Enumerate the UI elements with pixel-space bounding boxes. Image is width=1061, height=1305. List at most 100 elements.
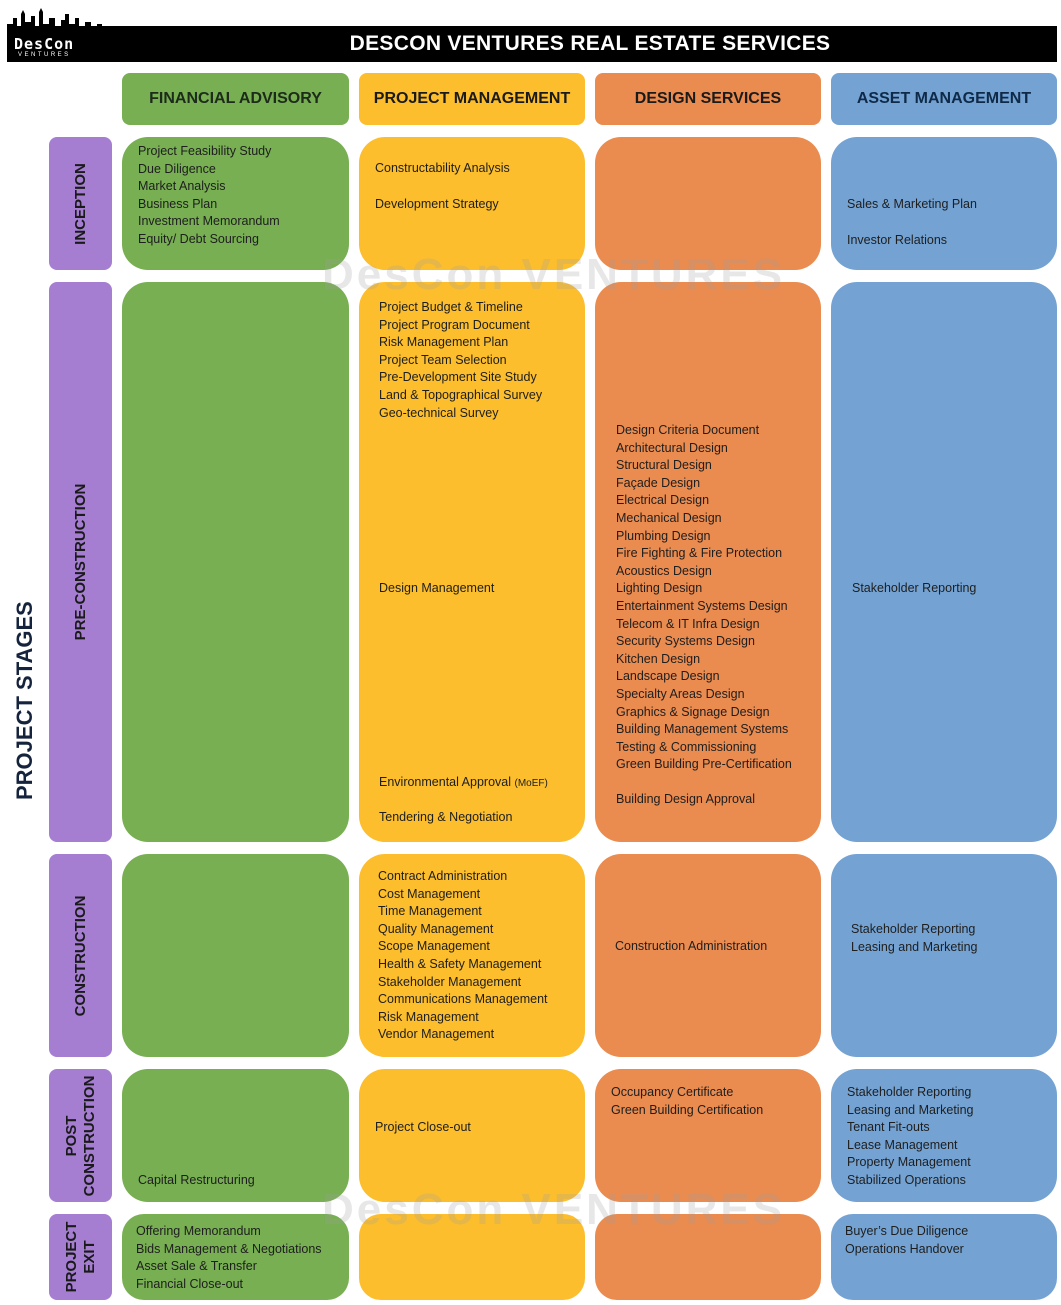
- list-item: Property Management: [847, 1155, 971, 1170]
- cell-exit-asset: Buyer’s Due Diligence Operations Handove…: [831, 1214, 1057, 1300]
- cell-exit-design: [595, 1214, 821, 1300]
- environmental-approval-note: (MoEF): [514, 778, 548, 789]
- list-item: [616, 774, 792, 792]
- stage-label: CONSTRUCTION: [71, 895, 89, 1016]
- cell-preconstruction-financial: [122, 282, 349, 842]
- list-item: Specialty Areas Design: [616, 686, 745, 701]
- cell-postconstruction-pm: Project Close-out: [359, 1069, 585, 1202]
- column-header-financial-advisory: FINANCIAL ADVISORY: [122, 73, 349, 125]
- list-exit-asset: Buyer’s Due Diligence Operations Handove…: [845, 1223, 968, 1258]
- list-item: Quality Management: [378, 921, 494, 936]
- stage-project-exit: PROJECT EXIT: [49, 1214, 112, 1300]
- stakeholder-reporting-item: Stakeholder Reporting: [852, 581, 977, 595]
- list-exit-financial: Offering Memorandum Bids Management & Ne…: [136, 1223, 322, 1293]
- list-item: Landscape Design: [616, 669, 720, 684]
- capital-restructuring-item: Capital Restructuring: [138, 1173, 255, 1187]
- list-inception-asset: Sales & Marketing Plan Investor Relation…: [847, 196, 977, 249]
- list-item: [375, 178, 510, 196]
- list-item: Constructability Analysis: [375, 161, 510, 175]
- stage-label: INCEPTION: [71, 162, 89, 245]
- list-postconstruction-asset: Stakeholder Reporting Leasing and Market…: [847, 1084, 973, 1190]
- list-item: Testing & Commissioning: [616, 739, 757, 754]
- list-item: Scope Management: [378, 939, 490, 954]
- cell-inception-financial: Project Feasibility Study Due Diligence …: [122, 137, 349, 270]
- cell-inception-asset: Sales & Marketing Plan Investor Relation…: [831, 137, 1057, 270]
- list-item: Bids Management & Negotiations: [136, 1241, 322, 1256]
- cell-preconstruction-asset: Stakeholder Reporting: [831, 282, 1057, 842]
- list-item: Buyer’s Due Diligence: [845, 1224, 969, 1238]
- list-item: Financial Close-out: [136, 1276, 243, 1291]
- list-item: Occupancy Certificate: [611, 1085, 734, 1099]
- list-item: Business Plan: [138, 196, 218, 211]
- list-item: Graphics & Signage Design: [616, 704, 770, 719]
- skyline-icon: [7, 8, 102, 36]
- list-preconstruction-design: Design Criteria Document Architectural D…: [616, 422, 792, 809]
- list-item: Vendor Management: [378, 1027, 495, 1042]
- stage-inception: INCEPTION: [49, 137, 112, 270]
- list-item: Design Criteria Document: [616, 423, 760, 437]
- cell-postconstruction-design: Occupancy Certificate Green Building Cer…: [595, 1069, 821, 1202]
- list-item: Risk Management Plan: [379, 335, 509, 350]
- cell-construction-financial: [122, 854, 349, 1057]
- list-item: Land & Topographical Survey: [379, 387, 543, 402]
- list-item: Electrical Design: [616, 493, 710, 508]
- list-item: Equity/ Debt Sourcing: [138, 231, 259, 246]
- list-item: Operations Handover: [845, 1241, 964, 1256]
- list-item: Project Feasibility Study: [138, 144, 272, 158]
- logo-subtext: VENTURES: [18, 52, 71, 58]
- column-header-project-management: PROJECT MANAGEMENT: [359, 73, 585, 125]
- list-item: Lighting Design: [616, 581, 703, 596]
- watermark-top: DesCon VENTURES: [322, 250, 786, 299]
- stage-post-construction: POST CONSTRUCTION: [49, 1069, 112, 1202]
- list-item: Communications Management: [378, 992, 548, 1007]
- design-management-item: Design Management: [379, 581, 495, 595]
- column-header-design-services: DESIGN SERVICES: [595, 73, 821, 125]
- list-item: Contract Administration: [378, 869, 508, 883]
- cell-construction-asset: Stakeholder Reporting Leasing and Market…: [831, 854, 1057, 1057]
- cell-construction-design: Construction Administration: [595, 854, 821, 1057]
- list-inception-pm: Constructability Analysis Development St…: [375, 160, 510, 213]
- list-item: Sales & Marketing Plan: [847, 197, 977, 211]
- list-item: Structural Design: [616, 458, 712, 473]
- list-item: Building Design Approval: [616, 792, 755, 807]
- list-item: Stakeholder Management: [378, 974, 522, 989]
- list-item: Kitchen Design: [616, 651, 701, 666]
- stage-pre-construction: PRE-CONSTRUCTION: [49, 282, 112, 842]
- environmental-approval-label: Environmental Approval: [379, 775, 512, 789]
- list-item: Telecom & IT Infra Design: [616, 616, 760, 631]
- list-item: Acoustics Design: [616, 563, 712, 578]
- list-item: Pre-Development Site Study: [379, 370, 537, 385]
- list-item: Green Building Pre-Certification: [616, 757, 792, 772]
- list-construction-pm: Contract Administration Cost Management …: [378, 868, 548, 1044]
- list-item: Plumbing Design: [616, 528, 711, 543]
- column-header-asset-management: ASSET MANAGEMENT: [831, 73, 1057, 125]
- list-item: Project Team Selection: [379, 352, 507, 367]
- stage-label: PRE-CONSTRUCTION: [71, 483, 89, 641]
- list-item: Façade Design: [616, 475, 701, 490]
- cell-preconstruction-design: Design Criteria Document Architectural D…: [595, 282, 821, 842]
- list-item: Stakeholder Reporting: [851, 922, 976, 936]
- cell-inception-pm: Constructability Analysis Development St…: [359, 137, 585, 270]
- list-postconstruction-design: Occupancy Certificate Green Building Cer…: [611, 1084, 763, 1119]
- list-item: Offering Memorandum: [136, 1224, 261, 1238]
- cell-inception-design: [595, 137, 821, 270]
- list-item: Investor Relations: [847, 232, 948, 247]
- list-item: Leasing and Marketing: [851, 939, 978, 954]
- logo: [7, 6, 102, 62]
- list-item: Leasing and Marketing: [847, 1102, 974, 1117]
- list-item: Due Diligence: [138, 161, 216, 176]
- cell-exit-financial: Offering Memorandum Bids Management & Ne…: [122, 1214, 349, 1300]
- list-item: Investment Memorandum: [138, 214, 280, 229]
- cell-postconstruction-asset: Stakeholder Reporting Leasing and Market…: [831, 1069, 1057, 1202]
- list-item: Tenant Fit-outs: [847, 1120, 930, 1135]
- list-item: Building Management Systems: [616, 722, 789, 737]
- list-item: Geo-technical Survey: [379, 405, 499, 420]
- header-bar: [7, 26, 1057, 62]
- list-item: Entertainment Systems Design: [616, 598, 788, 613]
- list-construction-asset: Stakeholder Reporting Leasing and Market…: [851, 921, 977, 956]
- stage-label: PROJECT EXIT: [62, 1221, 98, 1293]
- cell-preconstruction-pm: Project Budget & Timeline Project Progra…: [359, 282, 585, 842]
- list-item: Lease Management: [847, 1137, 958, 1152]
- list-item: Development Strategy: [375, 196, 499, 211]
- list-item: Risk Management: [378, 1009, 479, 1024]
